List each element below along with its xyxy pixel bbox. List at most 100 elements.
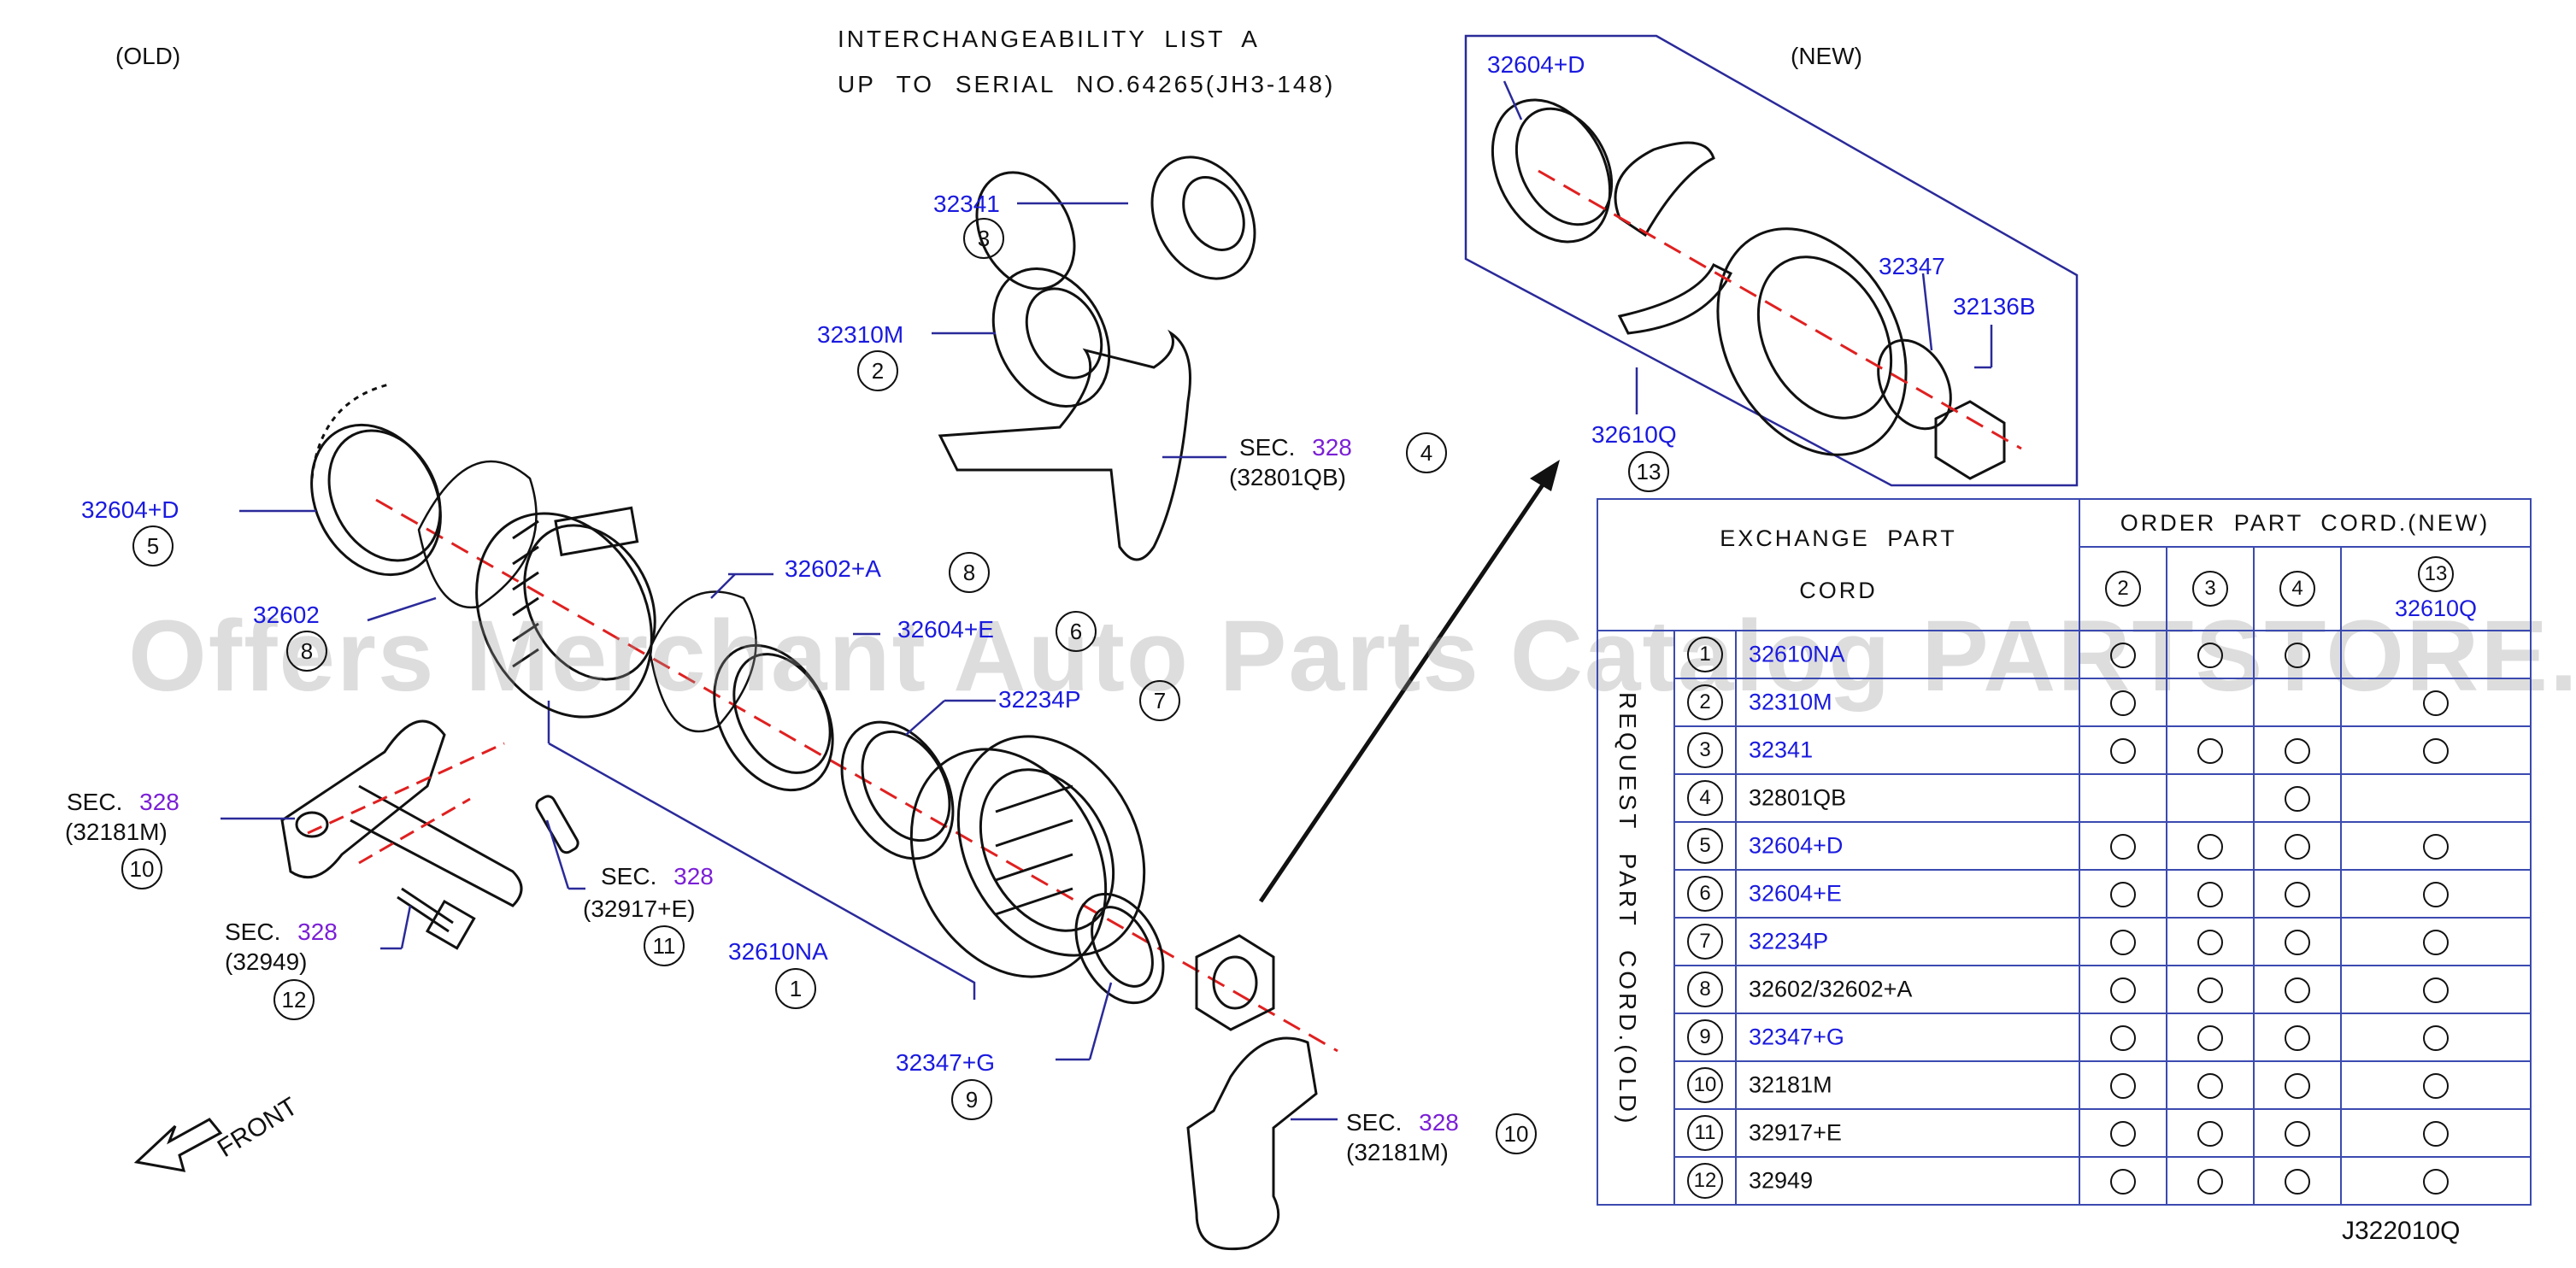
ref-number-9: 9 [951, 1079, 992, 1120]
new-part-number-32136B[interactable]: 32136B [1953, 293, 2036, 320]
old-label: (OLD) [115, 43, 181, 69]
table-header-row-1: EXCHANGE PART CORD ORDER PART CORD.(NEW) [1597, 498, 2532, 631]
insert-spring-drawing [417, 460, 538, 609]
compatible-mark-icon [2423, 833, 2449, 860]
new-part-number-32604-D[interactable]: 32604+D [1487, 51, 1585, 78]
compat-cell [2166, 725, 2255, 775]
part-number-32801QB: (32801QB) [1229, 464, 1346, 490]
compat-cell [2340, 869, 2532, 919]
compatible-mark-icon [2285, 929, 2310, 955]
new-part-number-32347[interactable]: 32347 [1879, 253, 1945, 279]
row-ref: 5 [1687, 828, 1723, 865]
request-label-cell [1597, 1109, 1675, 1157]
part-number-32602[interactable]: 32602 [253, 602, 320, 628]
compatible-mark-icon [2197, 1024, 2223, 1051]
section-ref-10-left[interactable]: SEC. 328 [67, 789, 179, 815]
ref-number-5: 5 [132, 525, 173, 566]
request-label-cell [1597, 870, 1675, 918]
part-number-32341[interactable]: 32341 [933, 191, 1000, 217]
row-part-number: 32610NA [1749, 641, 1845, 667]
compat-cell [2253, 869, 2342, 919]
compat-cell [2079, 1013, 2167, 1062]
compatible-mark-icon [2110, 977, 2136, 1003]
request-label-cell [1597, 966, 1675, 1013]
section-ref-12[interactable]: SEC. 328 [225, 919, 338, 945]
part-number-32610NA[interactable]: 32610NA [728, 938, 828, 965]
request-label-cell [1597, 1157, 1675, 1206]
row-ref: 11 [1687, 1115, 1723, 1152]
compatible-mark-icon [2423, 1072, 2449, 1099]
order-column-header: 2 [2079, 546, 2167, 631]
ref-number-7: 7 [1139, 680, 1180, 721]
compat-cell [2253, 1108, 2342, 1158]
coupling-sleeve-drawing [909, 735, 1146, 978]
row-ref: 3 [1687, 732, 1723, 769]
compatible-mark-icon [2285, 977, 2310, 1003]
compatible-mark-icon [2285, 785, 2310, 812]
row-divider [1735, 679, 1737, 725]
compat-cell [2166, 678, 2255, 727]
row-part-number: 32310M [1749, 689, 1832, 715]
compatible-mark-icon [2423, 737, 2449, 764]
compatible-mark-icon [2423, 881, 2449, 907]
compatible-mark-icon [2285, 642, 2310, 668]
section-ref-4[interactable]: SEC. 328 [1239, 434, 1352, 461]
part-number-32234P[interactable]: 32234P [998, 686, 1081, 713]
part-number-32917-E: (32917+E) [583, 895, 696, 922]
compatible-mark-icon [2285, 1168, 2310, 1195]
compatible-mark-icon [2197, 642, 2223, 668]
row-ref: 7 [1687, 924, 1723, 960]
part-number-32604-E[interactable]: 32604+E [897, 616, 994, 643]
order-column-part[interactable]: 32610Q [2394, 595, 2478, 621]
request-label-cell [1597, 822, 1675, 870]
part-number-32602-A[interactable]: 32602+A [785, 555, 881, 582]
row-part-number: 32602/32602+A [1749, 976, 1913, 1002]
part-number-32949: (32949) [225, 948, 308, 975]
compatible-mark-icon [2197, 881, 2223, 907]
ref-number-6: 6 [1056, 611, 1097, 652]
section-ref-10-lower[interactable]: SEC. 328 [1346, 1109, 1459, 1136]
ref-number-1: 1 [775, 968, 816, 1009]
compat-cell [2340, 1108, 2532, 1158]
compatible-mark-icon [2110, 1120, 2136, 1147]
compatible-mark-icon [2110, 881, 2136, 907]
compatible-mark-icon [2197, 833, 2223, 860]
ref-number-10-lower: 10 [1496, 1113, 1537, 1154]
row-ref: 8 [1687, 972, 1723, 1008]
compat-cell [2253, 965, 2342, 1014]
interchangeability-title: INTERCHANGEABILITY LIST A [838, 26, 1260, 52]
request-label-cell [1597, 918, 1675, 966]
part-number-32347-G[interactable]: 32347+G [896, 1049, 995, 1076]
part-number-32310M[interactable]: 32310M [817, 321, 904, 348]
section-ref-11[interactable]: SEC. 328 [601, 863, 714, 889]
request-part-cell[interactable]: 8 32602/32602+A [1673, 965, 2080, 1014]
compat-cell [2340, 630, 2532, 679]
new-part-number-32610Q[interactable]: 32610Q [1591, 421, 1677, 448]
row-divider [1735, 727, 1737, 773]
compatible-mark-icon [2423, 1120, 2449, 1147]
request-label-cell [1597, 1061, 1675, 1109]
compatible-mark-icon [2423, 1024, 2449, 1051]
synchro-ring-drawing [310, 383, 442, 577]
ref-number-12: 12 [273, 979, 315, 1020]
compat-cell [2340, 773, 2532, 823]
part-number-32604-D[interactable]: 32604+D [81, 496, 179, 523]
